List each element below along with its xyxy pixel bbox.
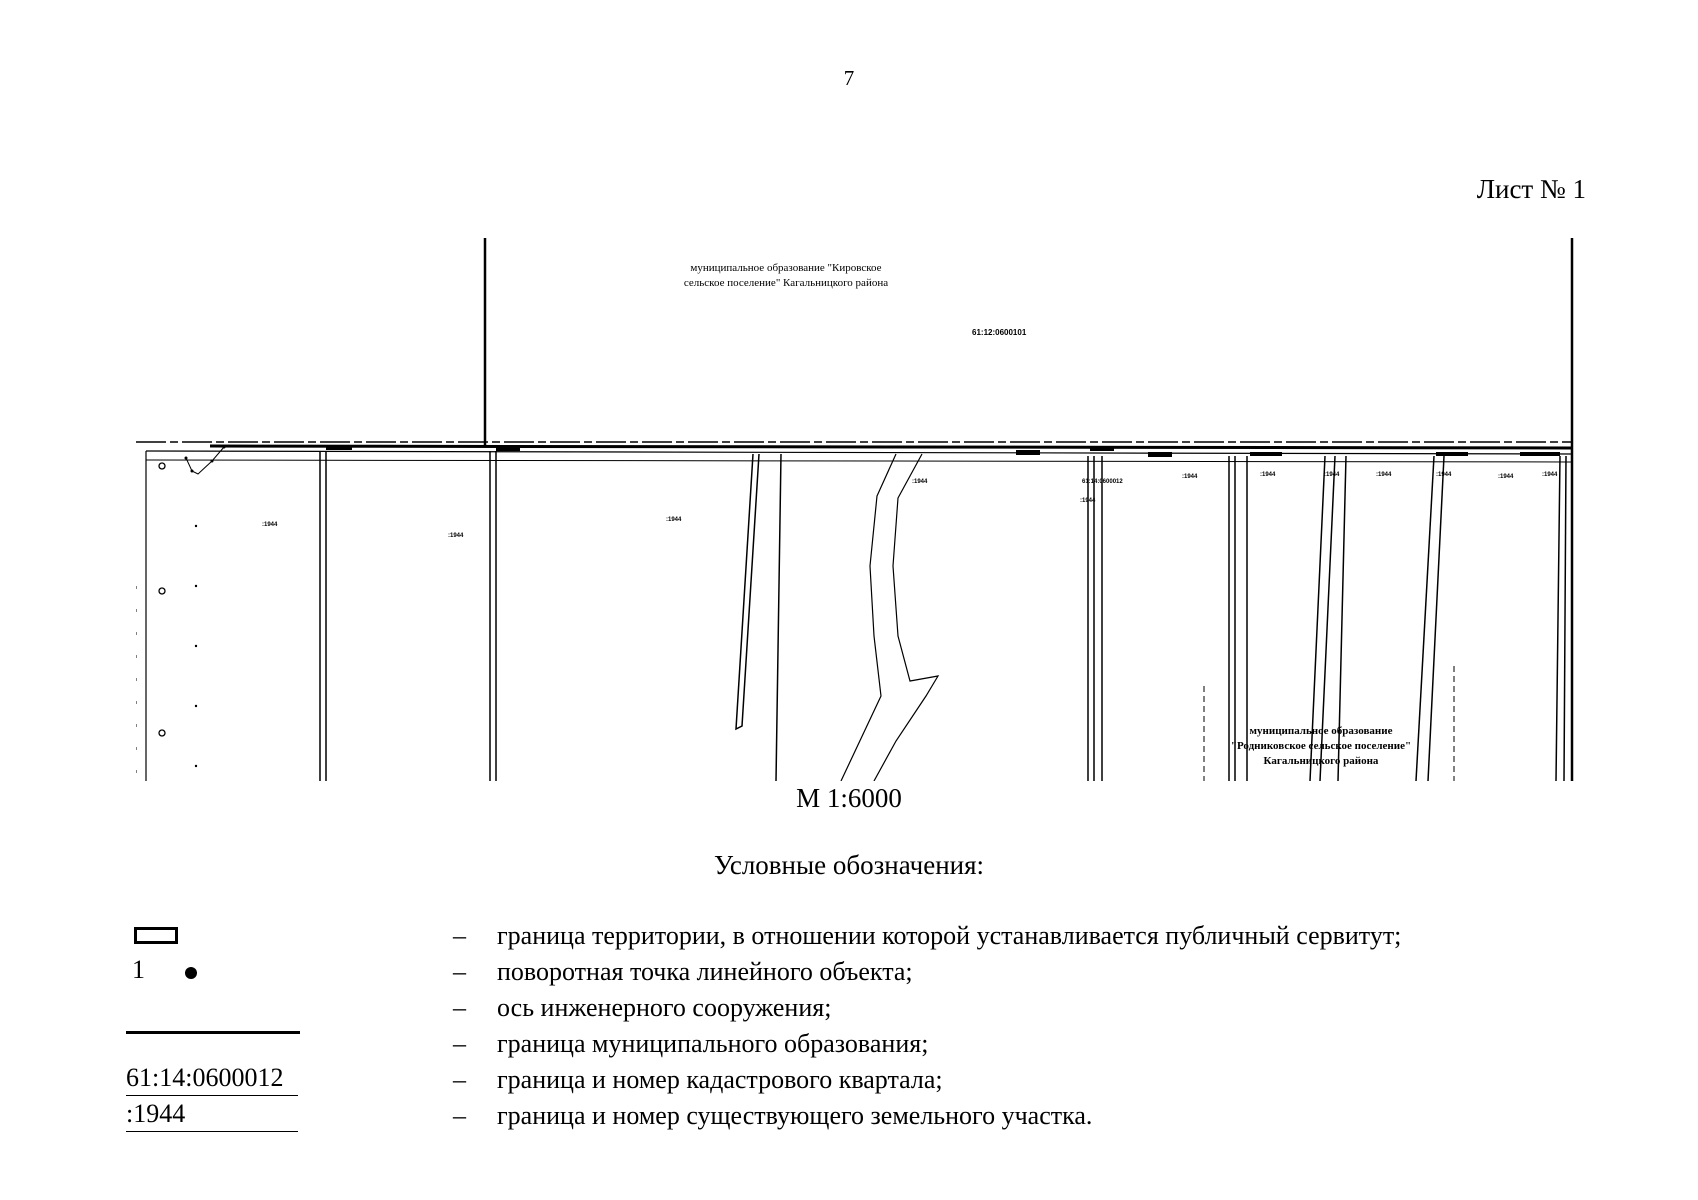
parcel-boundary xyxy=(775,453,782,781)
rodnikovskoe-label-line2: "Родниковское сельское поселение" xyxy=(1231,740,1411,752)
turning-point-dot xyxy=(185,967,197,979)
rodnikovskoe-label-line1: муниципальное образование xyxy=(1250,725,1393,737)
legend-dash: – xyxy=(453,1065,466,1094)
cadastral-block-number: 61:14:0600012 xyxy=(126,1061,298,1096)
cadastral-block-top-label: 61:12:0600101 xyxy=(972,328,1027,337)
ravine-left-bank xyxy=(840,453,897,781)
svg-text::1944: :1944 xyxy=(1376,472,1392,478)
turning-point xyxy=(158,729,166,737)
parcel-boundary xyxy=(1337,455,1347,781)
rodnikovskoe-label-line3: Кагальницкого района xyxy=(1264,755,1379,767)
legend-title: Условные обозначения: xyxy=(713,850,985,880)
svg-text::1944: :1944 xyxy=(1324,472,1340,478)
parcel-boundary xyxy=(1427,455,1445,781)
svg-text::1944: :1944 xyxy=(912,479,928,485)
kirovskoe-label-line2: сельское поселение" Кагальницкого района xyxy=(684,277,888,289)
legend-dash: – xyxy=(453,957,466,986)
municipal-boundary-symbol xyxy=(126,1017,306,1053)
svg-text::1944: :1944 xyxy=(1080,498,1096,504)
linear-object-start xyxy=(185,446,225,475)
legend-dash: – xyxy=(453,1101,466,1130)
svg-text::1944: :1944 xyxy=(1260,472,1276,478)
servitude-boundary-top xyxy=(209,444,1573,450)
svg-text::1944: :1944 xyxy=(1498,474,1514,480)
svg-text::1944: :1944 xyxy=(1436,472,1452,478)
legend-text: граница муниципального образования; xyxy=(497,1029,929,1058)
svg-text::1944: :1944 xyxy=(666,517,682,523)
sheet-label: Лист № 1 xyxy=(1476,174,1586,204)
legend-dash: – xyxy=(453,1029,466,1058)
svg-text::1944: :1944 xyxy=(262,522,278,528)
legend-dash: – xyxy=(453,921,466,950)
cadastral-block-symbol: 61:14:0600012 xyxy=(126,1061,306,1097)
page-number: 7 xyxy=(843,66,855,90)
parcel-boundary xyxy=(1563,455,1567,781)
legend-item-cadastral-block: 61:14:0600012 – граница и номер кадастро… xyxy=(0,1063,1698,1101)
parcel-sliver xyxy=(735,453,760,731)
servitude-boundary-bottom xyxy=(145,450,1573,455)
svg-text::1944: :1944 xyxy=(1182,474,1198,480)
turning-point xyxy=(158,587,166,595)
legend-item-turning-point: 1 – поворотная точка линейного объекта; xyxy=(0,955,1698,993)
map-scale: М 1:6000 xyxy=(796,783,902,813)
parcel-boundary xyxy=(1309,455,1326,781)
legend-text: ось инженерного сооружения; xyxy=(497,993,832,1022)
legend-item-land-parcel: :1944 – граница и номер существующего зе… xyxy=(0,1099,1698,1137)
legend-text: поворотная точка линейного объекта; xyxy=(497,957,913,986)
land-parcel-number: :1944 xyxy=(126,1097,298,1132)
legend-text: граница и номер кадастрового квартала; xyxy=(497,1065,943,1094)
servitude-boundary-symbol xyxy=(126,921,306,957)
legend-item-structure-axis: – ось инженерного сооружения; xyxy=(0,993,1698,1029)
parcel-boundary xyxy=(1415,455,1435,781)
svg-text::1944: :1944 xyxy=(1542,472,1558,478)
legend-text: граница и номер существующего земельного… xyxy=(497,1101,1093,1130)
legend-dash: – xyxy=(453,993,466,1022)
legend-text: граница территории, в отношении которой … xyxy=(497,921,1402,950)
kirovskoe-label-line1: муниципальное образование "Кировское xyxy=(690,262,881,274)
turning-point xyxy=(158,462,166,470)
turning-point-symbol: 1 xyxy=(126,955,306,993)
svg-text:61:14:0600012: 61:14:0600012 xyxy=(1082,479,1123,485)
ravine-right-bank xyxy=(873,453,940,781)
road-line-bottom xyxy=(145,459,1573,463)
cadastral-map: :1944 :1944 :1944 :1944 61:14:0600012 :1… xyxy=(136,238,1574,781)
land-parcel-symbol: :1944 xyxy=(126,1097,306,1133)
turning-point-number: 1 xyxy=(132,955,145,984)
parcel-boundary xyxy=(1555,455,1561,781)
legend-item-municipal-boundary: – граница муниципального образования; xyxy=(0,1029,1698,1065)
legend-item-servitude-boundary: – граница территории, в отношении которо… xyxy=(0,921,1698,957)
svg-text::1944: :1944 xyxy=(448,533,464,539)
parcel-boundary xyxy=(1319,455,1336,781)
